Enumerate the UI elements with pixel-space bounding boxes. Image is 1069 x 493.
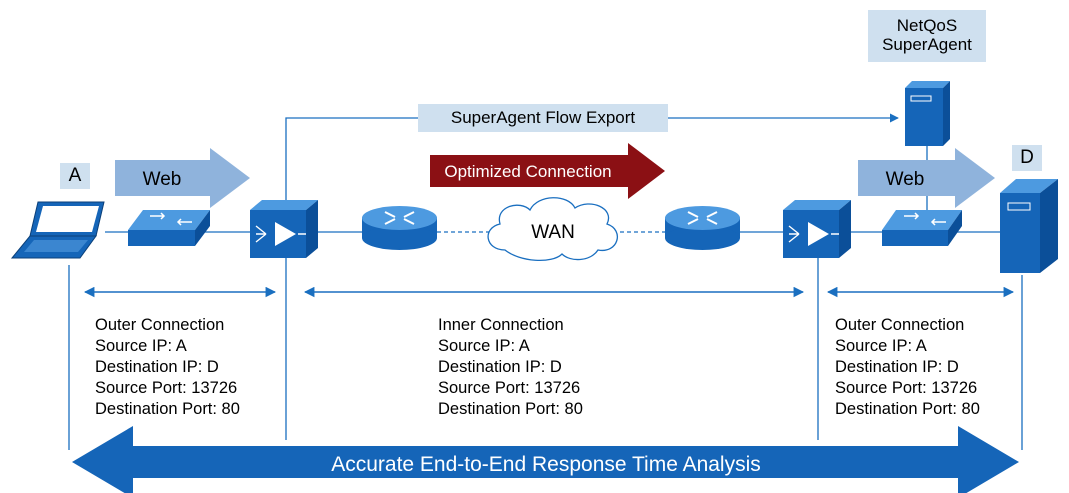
conn-destination-port: Destination Port: 80 bbox=[95, 400, 240, 418]
laptop-icon bbox=[10, 201, 105, 259]
outer-connection-right: Outer Connection Source IP: A Destinatio… bbox=[835, 315, 980, 420]
conn-destination-ip: Destination IP: D bbox=[95, 358, 219, 376]
conn-title: Inner Connection bbox=[438, 316, 564, 334]
agent-label-line1: NetQoS bbox=[896, 16, 958, 35]
wan-label: WAN bbox=[531, 222, 575, 243]
agent-server-icon bbox=[905, 81, 950, 146]
conn-source-ip: Source IP: A bbox=[95, 337, 187, 355]
conn-title: Outer Connection bbox=[835, 316, 965, 334]
conn-source-ip: Source IP: A bbox=[835, 337, 927, 355]
router-icon bbox=[665, 206, 740, 250]
switch-icon bbox=[128, 210, 210, 246]
conn-title: Outer Connection bbox=[95, 316, 225, 334]
wan-optimizer-icon bbox=[250, 200, 318, 258]
router-icon bbox=[362, 206, 437, 250]
wan-optimizer-icon bbox=[783, 200, 851, 258]
web-arrow-left-label: Web bbox=[143, 169, 182, 190]
web-arrow-right-label: Web bbox=[886, 169, 925, 190]
switch-icon bbox=[882, 210, 962, 246]
inner-connection: Inner Connection Source IP: A Destinatio… bbox=[438, 315, 583, 420]
conn-destination-ip: Destination IP: D bbox=[835, 358, 959, 376]
conn-source-port: Source Port: 13726 bbox=[835, 379, 978, 397]
web-arrow-left: Web bbox=[115, 148, 250, 208]
banner-label: Accurate End-to-End Response Time Analys… bbox=[331, 453, 761, 476]
cloud-icon: WAN bbox=[487, 197, 618, 262]
optimized-connection-label: Optimized Connection bbox=[444, 162, 611, 181]
conn-destination-port: Destination Port: 80 bbox=[438, 400, 583, 418]
conn-destination-ip: Destination IP: D bbox=[438, 358, 562, 376]
agent-label: NetQoS SuperAgent bbox=[868, 10, 986, 62]
outer-connection-left: Outer Connection Source IP: A Destinatio… bbox=[95, 315, 240, 420]
server-label: D bbox=[1012, 145, 1042, 171]
conn-destination-port: Destination Port: 80 bbox=[835, 400, 980, 418]
conn-source-port: Source Port: 13726 bbox=[438, 379, 581, 397]
response-time-banner: Accurate End-to-End Response Time Analys… bbox=[72, 426, 1019, 493]
client-label: A bbox=[60, 163, 90, 189]
flow-export-label: SuperAgent Flow Export bbox=[418, 104, 668, 132]
conn-source-ip: Source IP: A bbox=[438, 337, 530, 355]
optimized-connection-arrow: Optimized Connection bbox=[430, 143, 665, 199]
flow-export-line bbox=[285, 113, 899, 210]
conn-source-port: Source Port: 13726 bbox=[95, 379, 238, 397]
agent-label-line2: SuperAgent bbox=[882, 35, 972, 54]
server-icon bbox=[1000, 179, 1058, 273]
web-arrow-right: Web bbox=[858, 148, 995, 208]
